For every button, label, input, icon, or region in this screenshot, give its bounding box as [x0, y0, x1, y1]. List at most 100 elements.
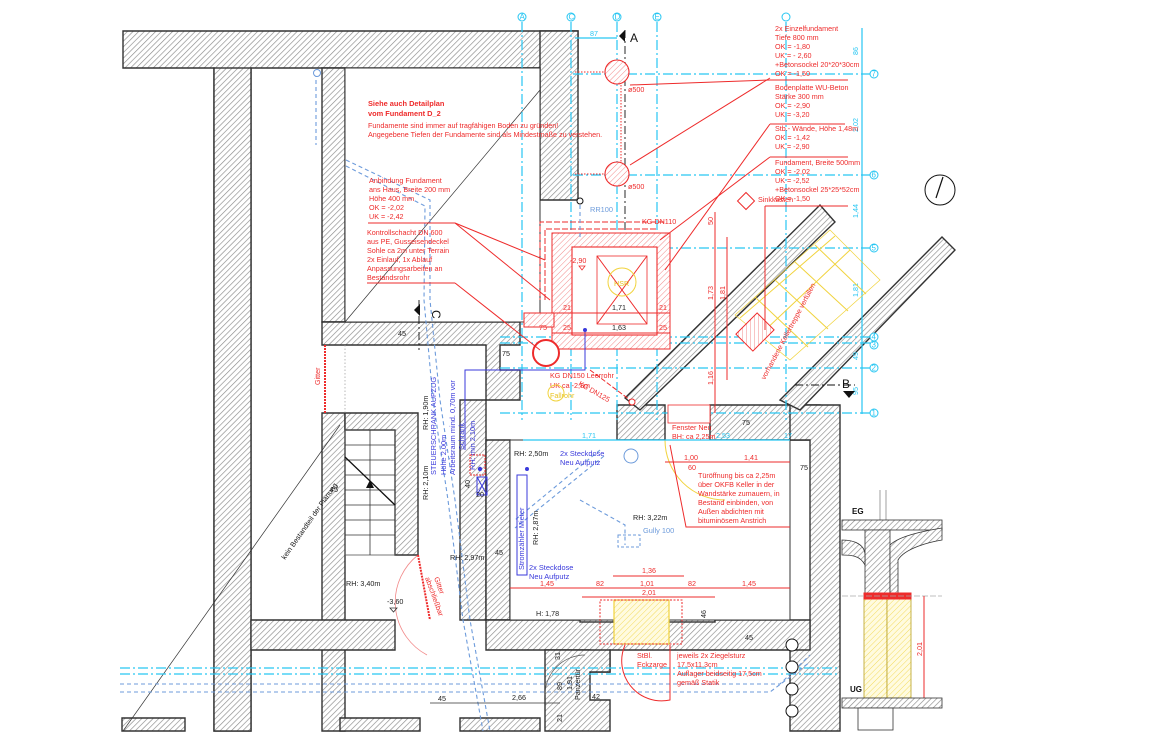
general-note-line2: Angegebene Tiefen der Fundamente sind al…	[368, 130, 602, 139]
kontrollschacht-circle	[532, 339, 560, 367]
dim-31: 31	[553, 652, 562, 660]
phi500-label-b: ø500	[628, 182, 644, 191]
north-arrow-icon	[924, 174, 956, 206]
wall-bottom-panzer	[544, 649, 611, 732]
sinkkasten-label: Sinkkasten	[758, 195, 793, 204]
steckdose-a-line2: Neu Aufputz	[560, 458, 601, 467]
hsr-label: HSR	[614, 279, 629, 288]
dim-171b: 1,71	[582, 431, 596, 440]
dim-75b: 75	[502, 349, 510, 358]
section-a-label: A	[630, 31, 638, 45]
sinkkasten-box	[736, 191, 756, 211]
gully-label: Gully 100	[643, 526, 674, 535]
dim-75a: 75	[539, 323, 547, 332]
dim-86: 86	[851, 47, 860, 55]
steckdose-b-line1: 2x Steckdose	[529, 563, 573, 572]
wall-room-frame-left	[485, 439, 511, 621]
steuerschrank-line2: Höhe 2,00m	[439, 435, 448, 475]
detail-ref-line2: vom Fundament D_2	[368, 109, 441, 118]
anbindung-line2: ans Haus, Breite 200 mm	[369, 185, 450, 194]
dim-266: 2,66	[512, 693, 526, 702]
stair-arrow-icon	[366, 480, 374, 488]
axis-label-2: 2	[872, 364, 877, 373]
tueroeffnung-line5: Außen abdichten mit	[698, 507, 764, 516]
bodenplatte-line2: Stärke 300 mm	[775, 92, 824, 101]
wall-mid	[321, 321, 521, 401]
tueroeffnung-line6: bituminösem Anstrich	[698, 516, 766, 525]
ziegelsturz-line1: jeweils 2x Ziegelsturz	[676, 651, 746, 660]
rh-340: RH: 3,40m	[346, 579, 380, 588]
kontrollschacht-line6: Bestandsrohr	[367, 273, 410, 282]
kontrollschacht-line4: 2x Einlauf, 1x Ablauf	[367, 255, 432, 264]
einzelfundament-line6: OK = -1,50	[775, 69, 810, 78]
staircase	[344, 430, 396, 555]
axis-label-a: A	[520, 13, 526, 22]
dim-163: 1,63	[612, 323, 626, 332]
dim-89: 89	[555, 682, 564, 690]
steuerschrank-line1: STEUERSCHRANK AUFZUG	[429, 377, 438, 475]
bodenplatte-line1: Bodenplatte WU-Beton	[775, 83, 849, 92]
axis-label-7: 7	[872, 70, 877, 79]
level-360: -3,60	[387, 597, 403, 606]
dim-60: 60	[688, 463, 696, 472]
kg125-label: KG DN125	[577, 379, 612, 404]
anbindung-line3: Höhe 400 mm	[369, 194, 414, 203]
wall-window-left	[616, 404, 666, 441]
gitter-label: Gitter	[313, 367, 322, 385]
section-detail: EG 2,01 UG	[841, 490, 943, 731]
dim-45c: 45	[495, 548, 503, 557]
axis-label-4: 4	[872, 333, 877, 342]
section-height-label: 2,01	[915, 642, 924, 656]
lintel-area: StBl. Eckzarge jeweils 2x Ziegelsturz 17…	[544, 599, 799, 718]
dim-100: 1,00	[684, 453, 698, 462]
anbindung-line5: UK = -2,42	[369, 212, 404, 221]
dim-45e: 45	[438, 694, 446, 703]
dim-75d: 75	[800, 463, 808, 472]
round-marker-3	[785, 682, 799, 696]
drain-pipes: Gully 100 RR100	[120, 69, 811, 732]
anbindung-line1: Anbindung Fundament	[369, 176, 442, 185]
stb-waende-line3: UK = -2,90	[775, 142, 810, 151]
dim-202: 2,02	[851, 118, 860, 132]
kg110-label: KG DN110	[642, 217, 676, 226]
dim-144: 1,44	[851, 204, 860, 218]
notes: Siehe auch Detailplan vom Fundament D_2 …	[367, 24, 860, 528]
ziegelsturz-line3: Auflager beidseitig 17,5cm	[677, 669, 762, 678]
h-178: H: 1,78	[536, 609, 559, 618]
round-marker-2	[785, 660, 799, 674]
hsr-circle	[607, 267, 637, 297]
stb-waende-line1: Stb.- Wände, Höhe 1,48m	[775, 124, 858, 133]
rh-250: RH: 2,50m	[514, 449, 548, 458]
rr100-label: RR100	[590, 205, 613, 214]
fallrohr-label: Fallrohr	[550, 391, 575, 400]
dim-17: 17	[784, 431, 792, 440]
axis-label-5: 5	[872, 244, 877, 253]
wall-diagonal-ramp	[623, 203, 836, 411]
general-note-line1: Fundamente sind immer auf tragfähigen Bo…	[368, 121, 558, 130]
dim-201: 2,01	[642, 588, 656, 597]
dim-42: 42	[592, 692, 600, 701]
dim-145b: 1,45	[742, 579, 756, 588]
stb-waende-line2: OK = -1,42	[775, 133, 810, 142]
bodenplatte-line3: OK = -2,90	[775, 101, 810, 110]
grid-axis-bubbles: A C D E 7 6 5 4 3 2 1	[517, 12, 879, 418]
kontrollschacht-line2: aus PE, Gusseisendeckel	[367, 237, 449, 246]
steuerschrank-line3: Arbeitsraum mind. 0,70m vor	[448, 380, 457, 475]
section-b-arrow-icon	[843, 391, 855, 398]
room-outlines	[122, 67, 791, 732]
dim-173: 1,73	[706, 286, 715, 300]
dim-50: 50	[706, 217, 715, 225]
phi500-label-a: ø500	[628, 85, 644, 94]
axis-label-d: D	[615, 13, 621, 22]
dim-171a: 1,71	[612, 303, 626, 312]
dim-25b: 25	[659, 323, 667, 332]
dim-21a: 21	[563, 303, 571, 312]
kontrollschacht-line3: Sohle ca 2m unter Terrain	[367, 246, 449, 255]
dim-82b: 82	[688, 579, 696, 588]
dim-49: 49	[851, 352, 860, 360]
ziegelsturz-line2: 17,5x11,3cm	[677, 660, 718, 669]
eg-label: EG	[852, 507, 864, 516]
dim-136: 1,36	[642, 566, 656, 575]
einzelfundament-line4: UK = - 2,60	[775, 51, 812, 60]
